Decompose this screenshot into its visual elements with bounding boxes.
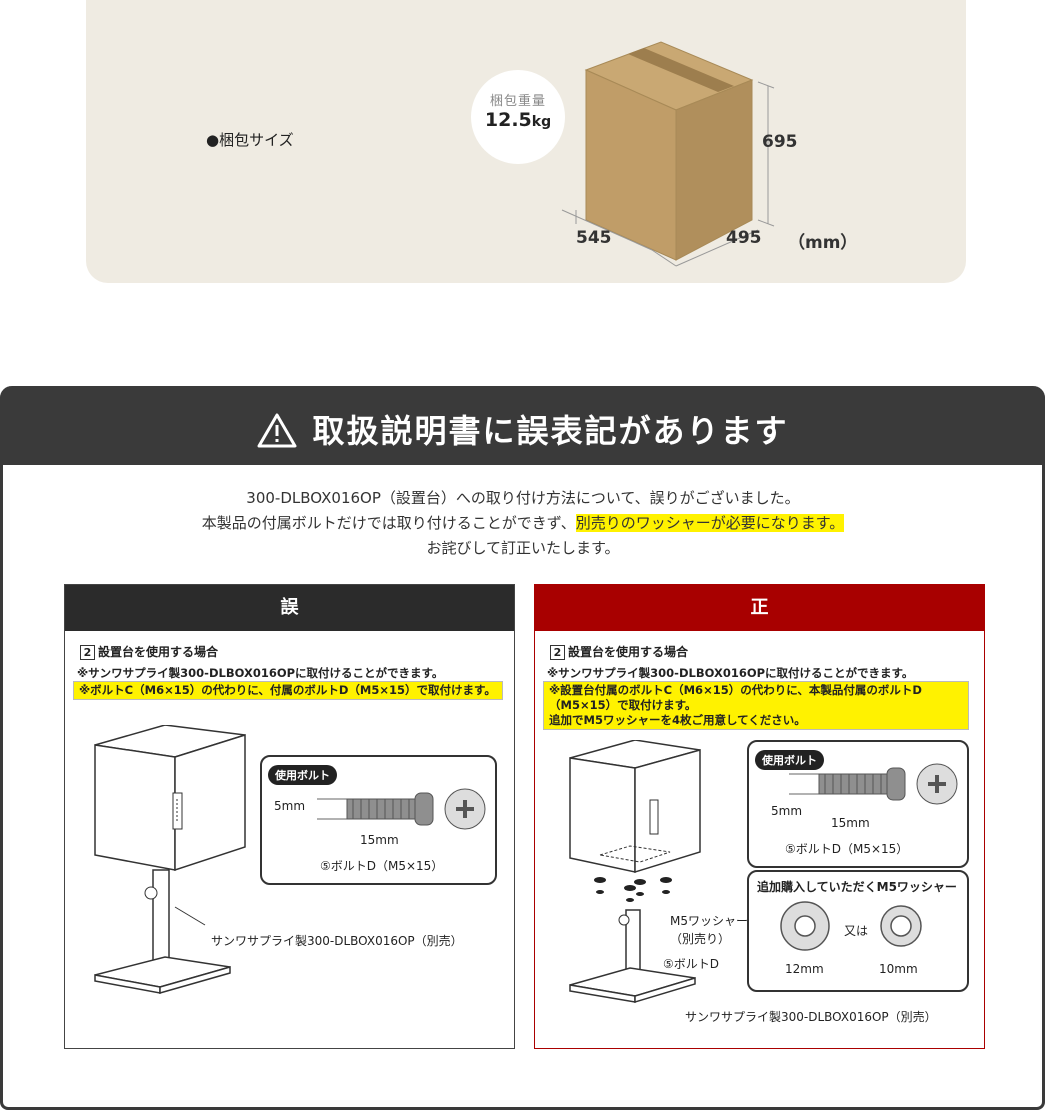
- case-number: 2: [550, 645, 565, 660]
- weight-unit: kg: [531, 114, 552, 130]
- bolt-icon: [317, 788, 486, 830]
- washer-callout: M5ワッシャー: [670, 914, 748, 928]
- dimension-width: 545: [576, 228, 612, 248]
- intro-line-2-text: 本製品の付属ボルトだけでは取り付けることができず、: [201, 514, 576, 532]
- package-size-label: ●梱包サイズ: [206, 131, 294, 149]
- bolt-name: ⑤ボルトD（M5×15）: [785, 842, 909, 856]
- washer-size-10: 10mm: [879, 962, 918, 976]
- case-number: 2: [80, 645, 95, 660]
- bolt-tag: 使用ボルト: [755, 750, 824, 770]
- wrong-bolt-box: 使用ボルト 5mm 15mm ⑤ボルトD（M5×15）: [260, 755, 497, 885]
- intro-line-1: 300-DLBOX016OP（設置台）への取り付け方法について、誤りがございまし…: [246, 489, 800, 507]
- dimension-height: 695: [762, 132, 798, 152]
- bolt-icon: [789, 763, 958, 805]
- correct-note-2-line-2: （M5×15）で取付けます。: [549, 698, 697, 712]
- bolt-name: ⑤ボルトD（M5×15）: [320, 859, 444, 873]
- case-title-text: 設置台を使用する場合: [568, 645, 689, 659]
- bolt-diameter: 5mm: [771, 804, 803, 818]
- washer-box: 追加購入していただくM5ワッシャー 又は 12mm 10mm: [747, 870, 969, 992]
- correct-panel-header: 正: [535, 585, 984, 631]
- intro-line-2: 本製品の付属ボルトだけでは取り付けることができず、別売りのワッシャーが必要になり…: [3, 511, 1043, 536]
- correct-bolt-box: 使用ボルト 5mm 15mm ⑤ボルトD（M5×15）: [747, 740, 969, 868]
- washer-title: 追加購入していただくM5ワッシャー: [757, 880, 957, 894]
- bolt-length: 15mm: [831, 816, 870, 830]
- bolt-length: 15mm: [360, 833, 399, 847]
- errata-title: 取扱説明書に誤表記があります: [312, 412, 789, 450]
- errata-intro: 300-DLBOX016OP（設置台）への取り付け方法について、誤りがございまし…: [3, 486, 1043, 561]
- wrong-note-1: ※サンワサプライ製300-DLBOX016OPに取付けることができます。: [77, 666, 444, 680]
- dimension-depth: 495: [726, 228, 762, 248]
- cabinet-on-stand-illustration: [94, 725, 246, 994]
- bolt-diameter: 5mm: [274, 799, 306, 813]
- bolt-tag: 使用ボルト: [268, 765, 337, 785]
- stand-label: サンワサプライ製300-DLBOX016OP（別売）: [685, 1010, 937, 1024]
- errata-notice: 取扱説明書に誤表記があります 300-DLBOX016OP（設置台）への取り付け…: [0, 386, 1045, 1110]
- case-title-text: 設置台を使用する場合: [98, 645, 219, 659]
- cabinet-with-washers-illustration: [569, 740, 701, 1004]
- intro-line-3: お詫びして訂正いたします。: [426, 539, 620, 557]
- weight-number: 12.5: [484, 109, 532, 131]
- errata-title-row: 取扱説明書に誤表記があります: [0, 406, 1045, 452]
- washer-or: 又は: [844, 924, 869, 938]
- stand-label: サンワサプライ製300-DLBOX016OP（別売）: [211, 934, 463, 948]
- correct-note-1: ※サンワサプライ製300-DLBOX016OPに取付けることができます。: [547, 666, 914, 680]
- washer-icons: [780, 901, 922, 951]
- package-weight-badge: 梱包重量 12.5kg: [471, 70, 565, 164]
- cardboard-box-icon: [561, 41, 775, 267]
- weight-label: 梱包重量: [489, 94, 546, 109]
- washer-size-12: 12mm: [785, 962, 824, 976]
- dimension-unit: （mm）: [788, 233, 858, 253]
- errata-header: 取扱説明書に誤表記があります: [0, 386, 1045, 465]
- wrong-panel-header: 誤: [65, 585, 514, 631]
- wrong-note-2: ※ボルトC（M6×15）の代わりに、付属のボルトD（M5×15）で取付けます。: [73, 681, 503, 700]
- warning-icon: [257, 413, 297, 448]
- correct-note-2-line-1: ※設置台付属のボルトC（M6×15）の代わりに、本製品付属のボルトD: [549, 683, 922, 697]
- correct-note-2: ※設置台付属のボルトC（M6×15）の代わりに、本製品付属のボルトD （M5×1…: [543, 681, 969, 730]
- correct-note-2-line-3: 追加でM5ワッシャーを4枚ご用意してください。: [549, 713, 806, 727]
- intro-highlight: 別売りのワッシャーが必要になります。: [575, 514, 845, 532]
- weight-value: 12.5kg: [471, 109, 565, 131]
- bolt-callout: ⑤ボルトD: [663, 957, 719, 971]
- washer-callout-sub: （別売り）: [670, 932, 731, 946]
- package-size-card: ●梱包サイズ 梱包重量 12.5kg 695 545 495 （mm）: [86, 0, 966, 283]
